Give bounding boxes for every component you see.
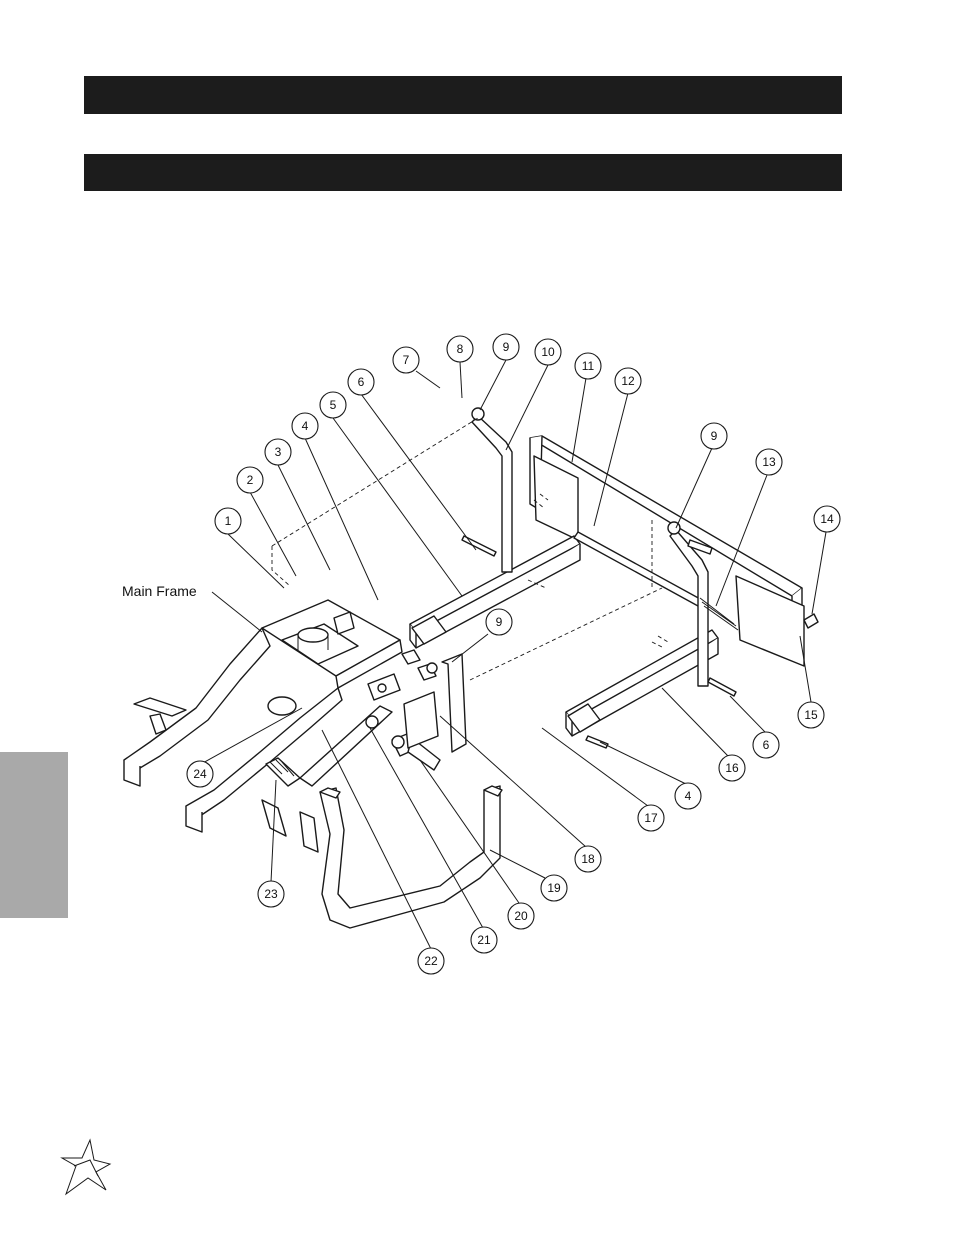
header-bar-top bbox=[84, 76, 842, 114]
svg-text:17: 17 bbox=[644, 811, 658, 825]
callout-12: 12 bbox=[614, 367, 642, 395]
svg-text:5: 5 bbox=[330, 398, 337, 412]
svg-text:3: 3 bbox=[275, 445, 282, 459]
svg-text:20: 20 bbox=[514, 909, 528, 923]
svg-text:9: 9 bbox=[711, 429, 718, 443]
callout-11: 11 bbox=[574, 352, 602, 380]
callout-16: 16 bbox=[718, 754, 746, 782]
deck-frame-drawing bbox=[409, 407, 819, 749]
callout-23: 23 bbox=[257, 880, 285, 908]
svg-text:4: 4 bbox=[685, 789, 692, 803]
linkage-bracket-drawing bbox=[365, 649, 467, 753]
svg-text:24: 24 bbox=[193, 767, 207, 781]
callout-3: 3 bbox=[264, 438, 292, 466]
svg-text:7: 7 bbox=[403, 353, 410, 367]
svg-text:21: 21 bbox=[477, 933, 491, 947]
callout-9-middle: 9 bbox=[485, 608, 513, 636]
callout-8: 8 bbox=[446, 335, 474, 363]
leader-lines bbox=[200, 359, 827, 950]
callout-7: 7 bbox=[392, 346, 420, 374]
callout-22: 22 bbox=[417, 947, 445, 975]
callout-17: 17 bbox=[637, 804, 665, 832]
callout-10: 10 bbox=[534, 338, 562, 366]
callout-4-bottom: 4 bbox=[674, 782, 702, 810]
svg-text:16: 16 bbox=[725, 761, 739, 775]
svg-text:8: 8 bbox=[457, 342, 464, 356]
svg-text:6: 6 bbox=[763, 738, 770, 752]
svg-text:9: 9 bbox=[503, 340, 510, 354]
brand-star-logo bbox=[60, 1138, 112, 1196]
svg-text:13: 13 bbox=[762, 455, 776, 469]
callout-20: 20 bbox=[507, 902, 535, 930]
callout-6-bottom: 6 bbox=[752, 731, 780, 759]
svg-text:2: 2 bbox=[247, 473, 254, 487]
main-frame-drawing bbox=[123, 599, 403, 853]
callout-15: 15 bbox=[797, 701, 825, 729]
callout-14: 14 bbox=[813, 505, 841, 533]
svg-text:6: 6 bbox=[358, 375, 365, 389]
main-frame-label: Main Frame bbox=[122, 583, 197, 599]
callout-24: 24 bbox=[186, 760, 214, 788]
callout-18: 18 bbox=[574, 845, 602, 873]
callout-2: 2 bbox=[236, 466, 264, 494]
svg-text:14: 14 bbox=[820, 512, 834, 526]
svg-text:10: 10 bbox=[541, 345, 555, 359]
header-bar-bottom bbox=[84, 154, 842, 191]
svg-text:1: 1 bbox=[225, 514, 232, 528]
svg-text:23: 23 bbox=[264, 887, 278, 901]
svg-text:18: 18 bbox=[581, 852, 595, 866]
callout-4-top: 4 bbox=[291, 412, 319, 440]
svg-text:12: 12 bbox=[621, 374, 635, 388]
callout-9-top-right: 9 bbox=[700, 422, 728, 450]
svg-text:4: 4 bbox=[302, 419, 309, 433]
hidden-alignment-lines bbox=[271, 417, 669, 681]
callout-13: 13 bbox=[755, 448, 783, 476]
callout-6-top: 6 bbox=[347, 368, 375, 396]
svg-text:15: 15 bbox=[804, 708, 818, 722]
callout-1: 1 bbox=[214, 507, 242, 535]
callout-21: 21 bbox=[470, 926, 498, 954]
side-section-tab bbox=[0, 752, 68, 918]
callout-9-top-left: 9 bbox=[492, 333, 520, 361]
svg-text:11: 11 bbox=[582, 359, 595, 373]
svg-text:19: 19 bbox=[547, 881, 561, 895]
svg-text:22: 22 bbox=[424, 954, 438, 968]
callout-5: 5 bbox=[319, 391, 347, 419]
svg-text:9: 9 bbox=[496, 615, 503, 629]
callout-19: 19 bbox=[540, 874, 568, 902]
